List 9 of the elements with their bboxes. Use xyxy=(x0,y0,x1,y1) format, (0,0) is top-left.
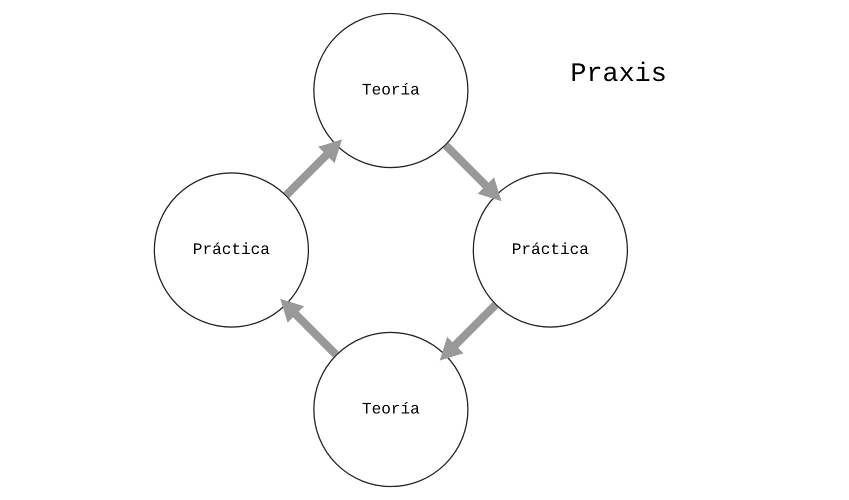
node-circle: Práctica xyxy=(472,172,628,328)
arrow xyxy=(442,142,501,202)
label: Praxis xyxy=(570,60,666,90)
arrow xyxy=(282,139,342,198)
arrow xyxy=(280,298,338,358)
node-circle: Teoría xyxy=(312,12,468,168)
arrow xyxy=(439,302,498,361)
node-circle: Práctica xyxy=(153,172,309,328)
node-circle: Teoría xyxy=(312,332,468,488)
